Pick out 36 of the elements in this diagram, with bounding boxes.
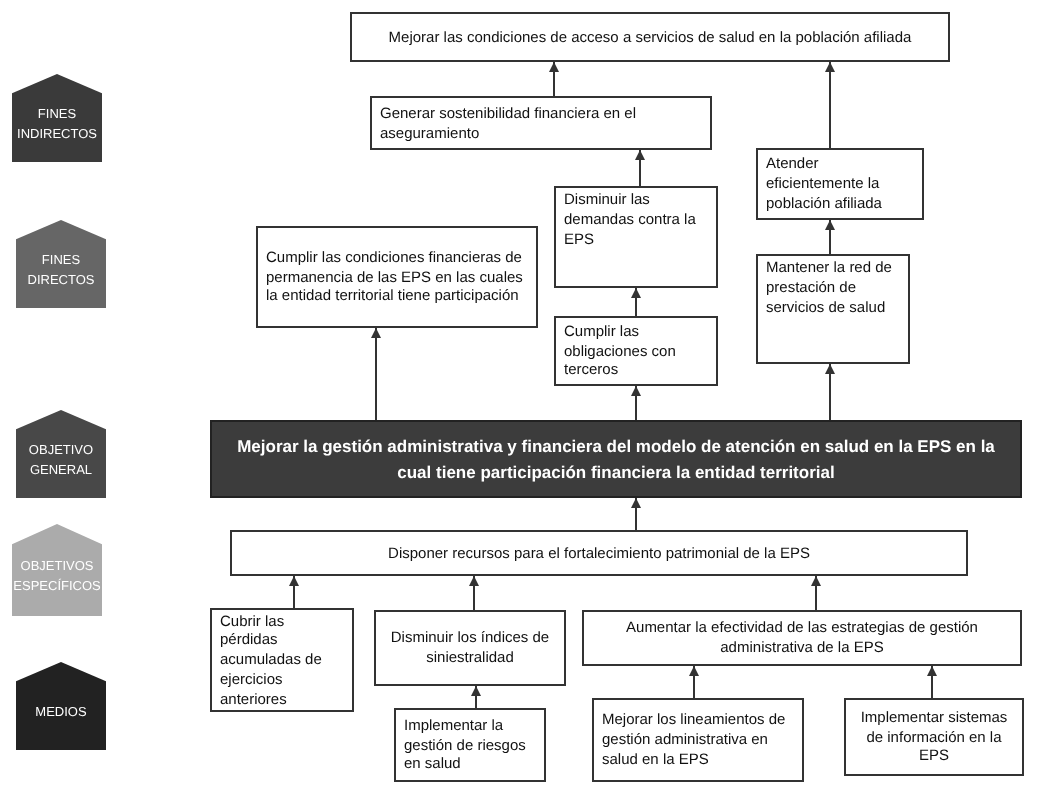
arrow: [689, 665, 699, 699]
level-label-pentagon: [16, 410, 106, 498]
objective-box: [394, 708, 546, 782]
objective-box: [210, 608, 354, 712]
arrow: [825, 363, 835, 421]
general-objective-bar: [210, 420, 1022, 498]
level-label-pentagon: [16, 662, 106, 750]
arrow: [927, 665, 937, 699]
objective-box: [582, 610, 1022, 666]
objective-box: [370, 96, 712, 150]
objective-box: [844, 698, 1024, 776]
arrow: [631, 497, 641, 531]
objective-box: [554, 186, 718, 288]
level-label-pentagon: [16, 220, 106, 308]
objective-box: [592, 698, 804, 782]
objective-box: [230, 530, 968, 576]
arrow: [549, 61, 559, 97]
objective-box: [256, 226, 538, 328]
objective-box: [350, 12, 950, 62]
objective-box: [756, 148, 924, 220]
arrow: [631, 385, 641, 421]
arrow: [469, 575, 479, 611]
arrow: [631, 287, 641, 317]
arrow: [289, 575, 299, 609]
arrow: [825, 219, 835, 255]
node-text: Mejorar la gestión administrativa y financiera del modelo de atención en salud en la EPS en la cual tiene participación financiera la entidad territorial: [235, 434, 997, 484]
arrow: [635, 149, 645, 187]
objective-box: [374, 610, 566, 686]
objective-box: [554, 316, 718, 386]
level-label-pentagon: [12, 74, 102, 162]
level-label-pentagon: [12, 524, 102, 616]
arrow: [825, 61, 835, 149]
objective-box: [756, 254, 910, 364]
arrow: [471, 685, 481, 709]
arrow: [811, 575, 821, 611]
arrow: [371, 327, 381, 421]
